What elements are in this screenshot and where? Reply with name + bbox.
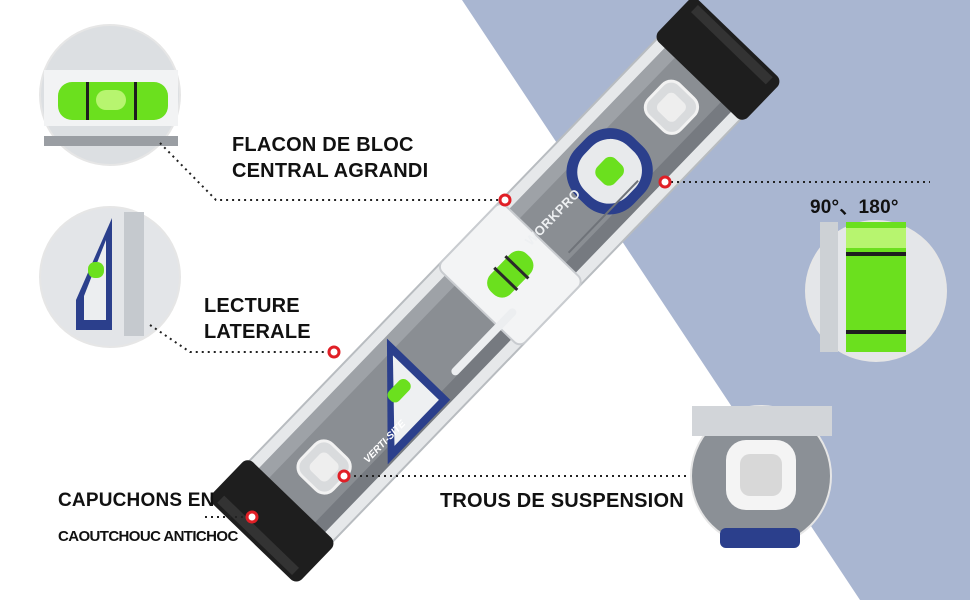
zoom-plumb-vial bbox=[805, 220, 947, 362]
side-reading-callout-line1: LECTURE bbox=[204, 295, 300, 317]
side-reading-callout-line2: LATERALE bbox=[204, 321, 311, 343]
angles-callout: 90°、180° bbox=[810, 197, 899, 218]
plumb-vial-bubble bbox=[595, 156, 624, 186]
zoom-central-vial bbox=[39, 24, 181, 166]
central-vial-callout-line1: FLACON DE BLOC bbox=[232, 134, 414, 156]
leader-lines bbox=[149, 142, 930, 518]
end-cap-right bbox=[656, 0, 780, 120]
central-vial-callout-line2: CENTRAL AGRANDI bbox=[232, 160, 429, 182]
end-cap-left bbox=[210, 460, 334, 582]
markers bbox=[245, 175, 672, 524]
side-vial-bubble bbox=[387, 378, 411, 403]
spirit-level bbox=[210, 0, 780, 582]
central-vial-bubble bbox=[487, 250, 534, 298]
end-caps-callout-line1: CAPUCHONS EN bbox=[58, 490, 215, 511]
hanging-holes-callout: TROUS DE SUSPENSION bbox=[440, 490, 684, 512]
end-caps-callout-line2: CAOUTCHOUC ANTICHOC bbox=[58, 528, 238, 545]
zoom-hanging-hole bbox=[690, 405, 832, 548]
zoom-side-reading bbox=[39, 206, 181, 348]
